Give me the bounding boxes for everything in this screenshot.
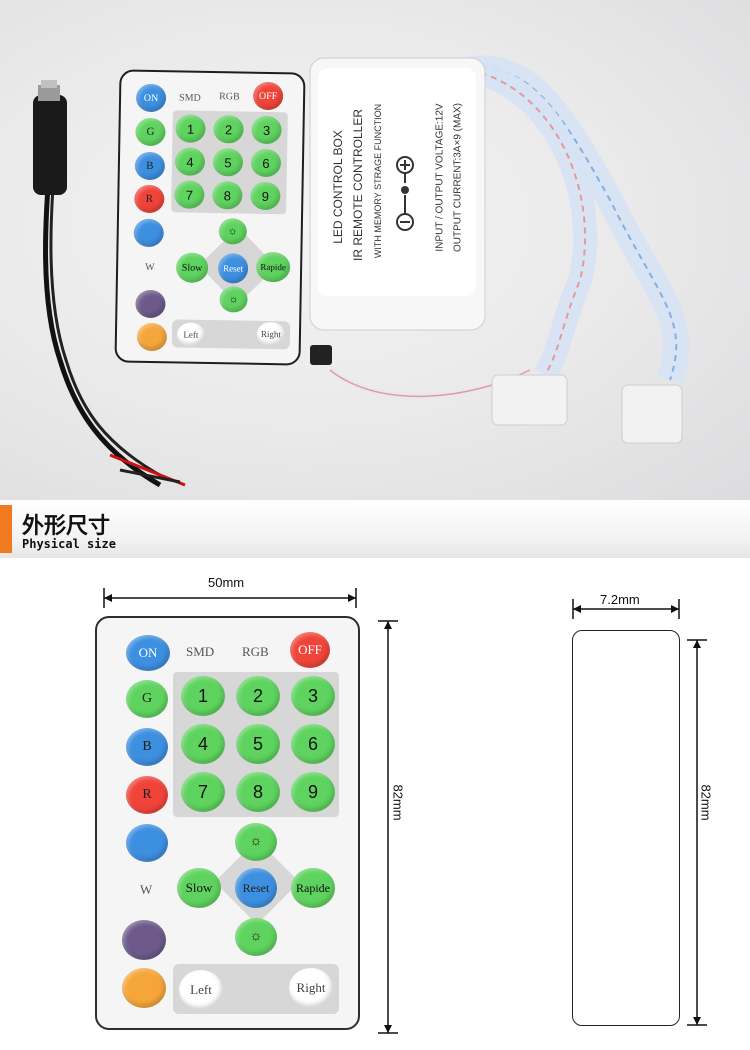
r-button[interactable]: R xyxy=(126,776,168,814)
digit-7-button[interactable]: 7 xyxy=(181,772,225,812)
connector-right xyxy=(621,384,683,444)
photo-r-button: R xyxy=(134,184,165,214)
right-button[interactable]: Right xyxy=(289,968,333,1008)
photo-on-button: ON xyxy=(135,83,167,113)
purple-button[interactable] xyxy=(122,920,166,960)
side-height-dimension-label: 82mm xyxy=(698,784,714,821)
photo-scene xyxy=(33,55,690,488)
width-dimension-label: 50mm xyxy=(208,575,245,590)
blank-blue-button[interactable] xyxy=(126,824,168,862)
bright-down-button[interactable]: ☼ xyxy=(235,918,277,956)
digit-1-button[interactable]: 1 xyxy=(181,676,225,716)
left-button[interactable]: Left xyxy=(179,970,223,1010)
bright-up-button[interactable]: ☼ xyxy=(235,823,277,861)
photo-purple-button xyxy=(135,289,166,319)
section-title-cn: 外形尺寸 xyxy=(22,514,111,539)
photo-b-button: B xyxy=(134,151,166,181)
remote-height-dimension-label: 82mm xyxy=(390,784,406,821)
rgb-label: RGB xyxy=(242,644,269,659)
section-title-en: Physical size xyxy=(22,537,116,551)
rapide-button[interactable]: Rapide xyxy=(291,868,335,908)
box-label-5: OUTPUT CURRENT:3A×9 (MAX) xyxy=(452,103,464,253)
photo-remote: ON SMD RGB OFF G B R W ☼ Slow Reset Rapi… xyxy=(114,69,306,366)
digit-4-button[interactable]: 4 xyxy=(181,724,225,764)
g-button[interactable]: G xyxy=(126,680,168,718)
product-photo: LED CONTROL BOX IR REMOTE CONTROLLER WIT… xyxy=(0,0,750,500)
digit-5-button[interactable]: 5 xyxy=(236,724,280,764)
reset-button[interactable]: Reset xyxy=(235,868,277,908)
photo-smd-label: SMD xyxy=(178,92,201,104)
w-label: W xyxy=(140,882,153,897)
digit-6-button[interactable]: 6 xyxy=(291,724,335,764)
photo-rgb-label: RGB xyxy=(219,91,240,103)
smd-label: SMD xyxy=(186,644,215,659)
photo-rapide-button: Rapide xyxy=(255,251,291,283)
orange-button[interactable] xyxy=(122,968,166,1008)
box-label-2: IR REMOTE CONTROLLER xyxy=(351,109,365,262)
photo-blank-blue-button xyxy=(133,218,164,248)
on-button[interactable]: ON xyxy=(126,635,170,671)
photo-orange-button xyxy=(136,322,168,352)
photo-off-button: OFF xyxy=(252,81,284,111)
remote-side-view xyxy=(572,630,680,1026)
digit-8-button[interactable]: 8 xyxy=(236,772,280,812)
off-button[interactable]: OFF xyxy=(290,632,330,668)
section-header xyxy=(0,500,750,558)
photo-slow-button: Slow xyxy=(175,252,209,283)
box-label-1: LED CONTROL BOX xyxy=(331,130,345,244)
slow-button[interactable]: Slow xyxy=(177,868,221,908)
digit-9-button[interactable]: 9 xyxy=(291,772,335,812)
b-button[interactable]: B xyxy=(126,728,168,766)
section-accent-bar xyxy=(0,505,12,553)
connector-left xyxy=(491,374,568,426)
photo-w-label: W xyxy=(145,261,155,274)
box-label-4: INPUT / OUTPUT VOLTAGE:12V xyxy=(434,103,446,252)
diagram-remote: ON SMD RGB OFF G B R W ☼ Slow Reset Rapi… xyxy=(95,616,360,1030)
thickness-dimension-label: 7.2mm xyxy=(600,592,640,607)
photo-bright-down-button: ☼ xyxy=(219,286,248,313)
dc-plug xyxy=(33,95,67,195)
box-label-3: WITH MEMORY STRAGE FUNCTION xyxy=(373,103,383,259)
digit-2-button[interactable]: 2 xyxy=(236,676,280,716)
digit-3-button[interactable]: 3 xyxy=(291,676,335,716)
photo-g-button: G xyxy=(135,117,166,147)
